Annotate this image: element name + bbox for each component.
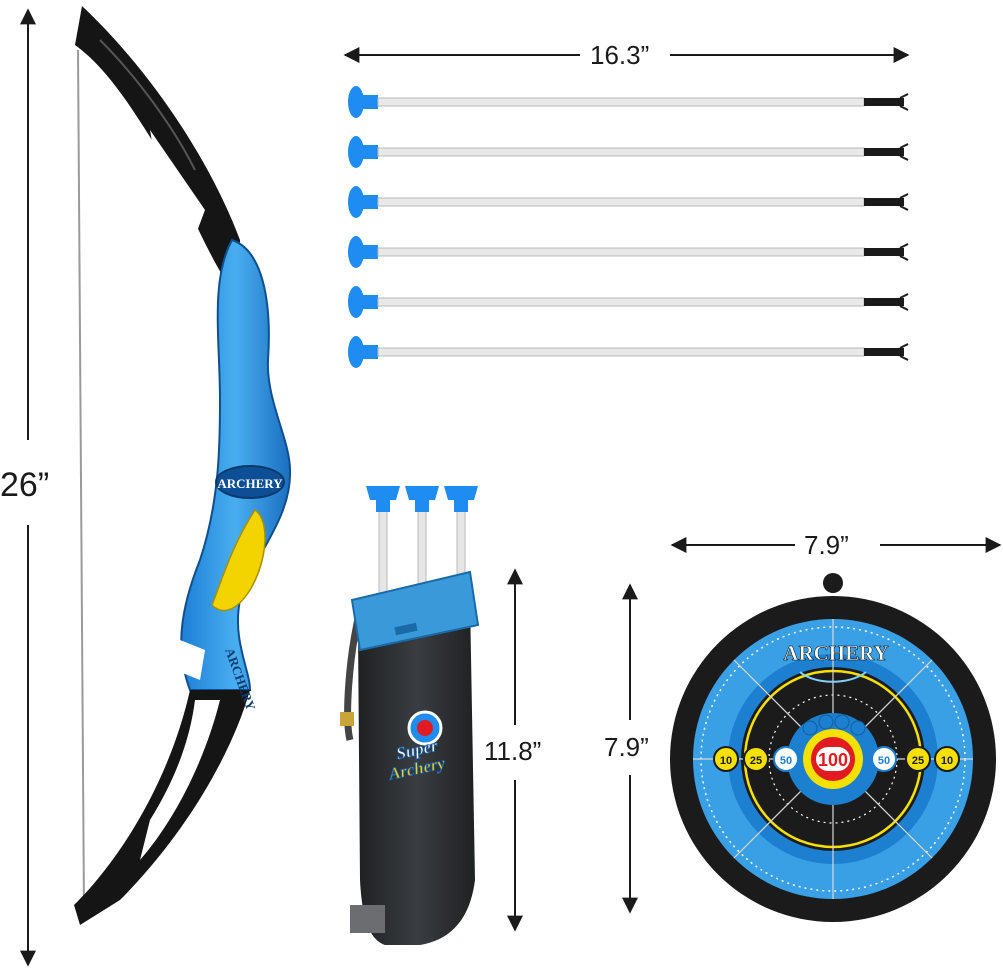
target: 100 ARCHERY 10 25 50 50 25	[670, 573, 996, 922]
arrow-nock	[864, 148, 904, 156]
arrow-shaft	[377, 97, 865, 107]
bow: ARCHERY ARCHERY	[74, 6, 292, 925]
target-hanger	[823, 573, 843, 593]
arrow-suction-tip	[348, 86, 364, 118]
svg-text:50: 50	[780, 755, 792, 767]
score-badge-mid-right: 25	[905, 746, 931, 772]
bow-grip	[211, 508, 266, 612]
quiver-height-label: 11.8”	[484, 736, 542, 766]
quiver: Super Archery	[340, 486, 480, 945]
arrow-suction-tip	[348, 336, 364, 368]
score-badge-outer-right: 10	[934, 746, 960, 772]
arrow-shaft	[377, 297, 865, 307]
quiver-arrow	[366, 486, 400, 601]
arrow-nock	[864, 348, 904, 356]
target-height-label: 7.9”	[604, 732, 649, 762]
svg-text:10: 10	[720, 755, 732, 767]
arrow	[348, 336, 909, 368]
arrow-suction-tip	[348, 286, 364, 318]
score-badge-inner-right: 50	[871, 746, 897, 772]
arrow-length-label: 16.3”	[590, 40, 650, 70]
bow-badge	[215, 465, 285, 499]
quiver-body	[358, 600, 475, 945]
arrow-suction-tip	[348, 186, 364, 218]
target-title: ARCHERY	[783, 641, 888, 665]
arrow-shaft	[377, 347, 865, 357]
arrow-nock	[864, 248, 904, 256]
bow-height-label: 26”	[0, 466, 50, 504]
bow-string	[77, 49, 85, 913]
arrow-suction-tip	[348, 136, 364, 168]
bullseye-score: 100	[818, 750, 848, 770]
svg-text:25: 25	[750, 755, 762, 767]
score-badge-outer-left: 10	[713, 746, 739, 772]
bow-label: ARCHERY	[217, 476, 283, 491]
arrow-shaft	[377, 147, 865, 157]
arrow-shaft	[377, 247, 865, 257]
svg-text:25: 25	[912, 755, 924, 767]
quiver-arrow	[405, 486, 439, 601]
arrow	[348, 286, 909, 318]
arrow	[348, 86, 909, 118]
target-width-label: 7.9”	[804, 530, 849, 560]
arrow	[348, 236, 909, 268]
arrow-nock	[864, 198, 904, 206]
svg-text:50: 50	[878, 755, 890, 767]
arrow-shaft	[377, 197, 865, 207]
arrow-nock	[864, 98, 904, 106]
arrow	[348, 186, 909, 218]
arrow-suction-tip	[348, 236, 364, 268]
arrow	[348, 136, 909, 168]
svg-text:10: 10	[941, 755, 953, 767]
bow-riser	[180, 238, 292, 691]
score-badge-inner-left: 50	[773, 746, 799, 772]
arrow-set	[348, 86, 909, 368]
arrow-nock	[864, 298, 904, 306]
score-badge-mid-left: 25	[743, 746, 769, 772]
